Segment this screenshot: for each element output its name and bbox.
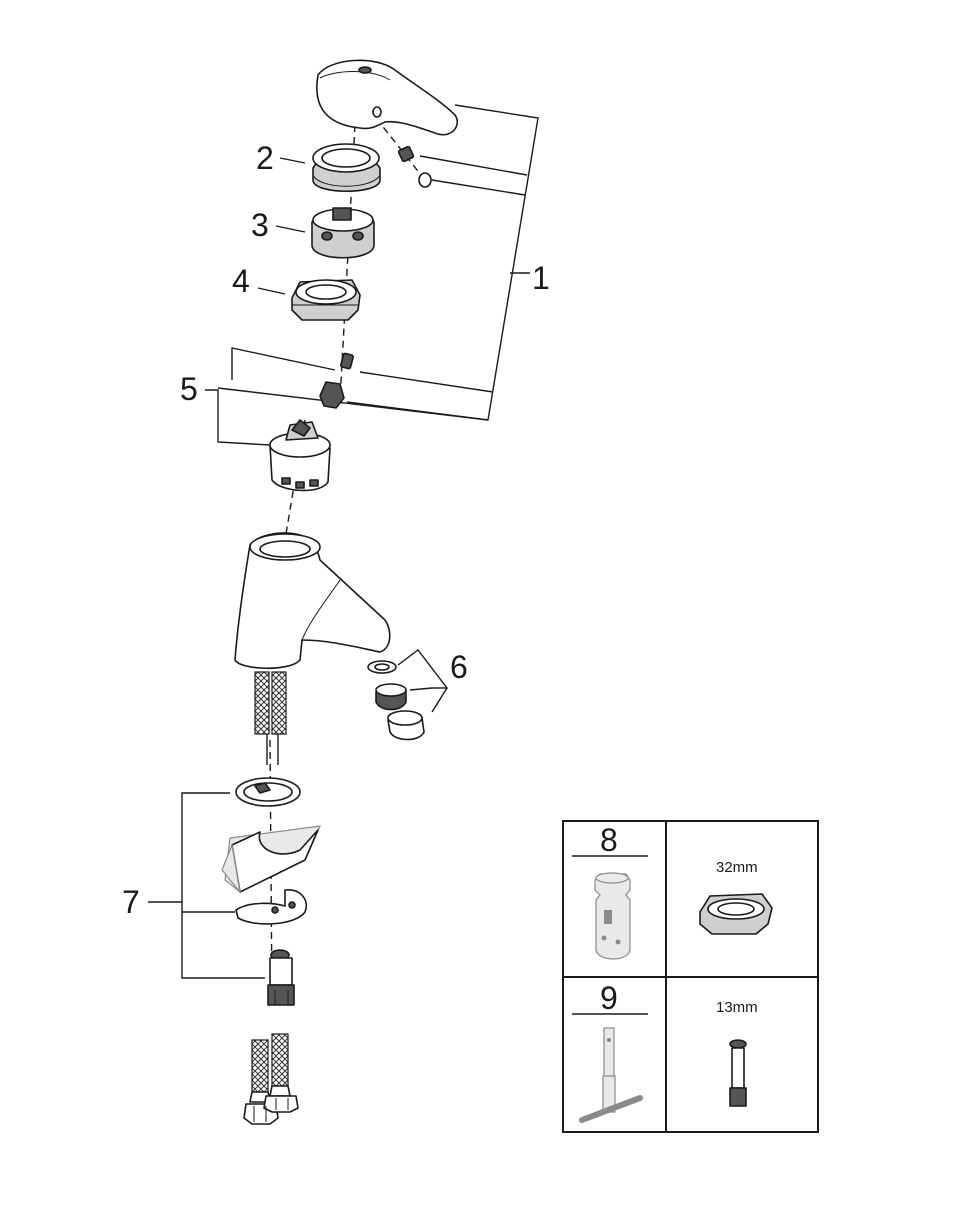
callout-6: 6 bbox=[450, 649, 468, 685]
cartridge-screw bbox=[340, 352, 354, 370]
supply-hoses bbox=[254, 671, 287, 765]
cartridge-stem-adapter bbox=[319, 381, 345, 409]
socket-wrench-icon bbox=[579, 1027, 643, 1123]
cover-ring bbox=[312, 143, 381, 193]
callout-3-leader bbox=[275, 225, 306, 233]
aerator-insert bbox=[375, 683, 407, 711]
callout-3: 3 bbox=[251, 207, 269, 243]
callout-2-leader bbox=[279, 157, 306, 164]
tool-row-8: 8 32mm bbox=[572, 822, 773, 960]
aerator-washer bbox=[367, 660, 397, 674]
tool-size-13mm: 13mm bbox=[716, 999, 758, 1016]
mounting-o-ring bbox=[235, 777, 301, 807]
mounting-bracket bbox=[235, 889, 307, 925]
stud-13mm-icon bbox=[729, 1039, 747, 1107]
handle-grub-screw bbox=[397, 145, 415, 163]
handle-adapter bbox=[311, 207, 375, 259]
callout-5: 5 bbox=[180, 371, 198, 407]
faucet-body bbox=[234, 532, 391, 670]
aerator-housing bbox=[387, 710, 425, 741]
callout-1-leaders bbox=[217, 104, 539, 421]
callout-7-leaders bbox=[148, 792, 265, 979]
cartridge-nut bbox=[291, 279, 361, 321]
callout-4: 4 bbox=[232, 263, 250, 299]
threaded-stud bbox=[267, 949, 295, 1006]
callout-1: 1 bbox=[532, 260, 550, 296]
cartridge-tool-icon bbox=[594, 872, 631, 960]
hose-connectors bbox=[243, 1033, 299, 1125]
handle-cap-plug bbox=[418, 172, 432, 188]
callout-6-leaders bbox=[397, 649, 448, 713]
ceramic-cartridge bbox=[269, 419, 331, 492]
tool-number-9: 9 bbox=[600, 980, 618, 1016]
callout-4-leader bbox=[257, 287, 286, 295]
callout-2: 2 bbox=[256, 140, 274, 176]
lever-handle bbox=[316, 59, 459, 136]
tool-size-32mm: 32mm bbox=[716, 859, 758, 876]
countertop-section bbox=[221, 825, 321, 895]
tool-number-8: 8 bbox=[600, 822, 618, 858]
tool-row-9: 9 13mm bbox=[572, 980, 758, 1123]
callout-7: 7 bbox=[122, 884, 140, 920]
tools-table bbox=[562, 820, 819, 1133]
callout-5-leaders bbox=[205, 347, 336, 446]
nut-32mm-icon bbox=[699, 893, 773, 935]
